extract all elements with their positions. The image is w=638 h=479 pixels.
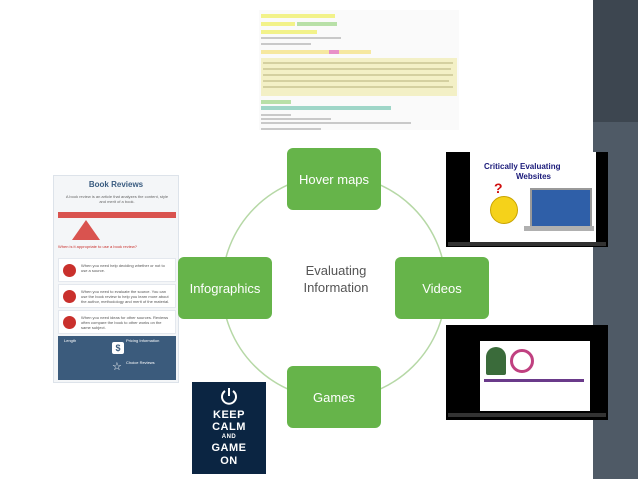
node-hover-maps: Hover maps <box>287 148 381 210</box>
video-player-articles[interactable] <box>446 325 608 420</box>
center-label-line1: Evaluating <box>305 263 367 278</box>
center-label: Evaluating Information <box>284 262 388 312</box>
and-text: AND <box>221 434 237 440</box>
star-icon: ☆ <box>112 361 122 373</box>
keep-text: KEEP <box>213 409 245 421</box>
node-games: Games <box>287 366 381 428</box>
on-text: ON <box>220 455 238 467</box>
infographic-book-reviews: Book Reviews A book review is an article… <box>53 175 179 383</box>
magnifier-icon <box>510 349 534 373</box>
bullet-icon <box>63 264 76 277</box>
right-sidebar-accent <box>593 0 638 122</box>
infographic-row: When you need to evaluate the source. Yo… <box>58 284 176 308</box>
infographic-subtitle: A book review is an article that analyze… <box>65 194 169 204</box>
question-mark-icon: ? <box>494 180 503 196</box>
dollar-icon: $ <box>112 342 124 354</box>
node-videos: Videos <box>395 257 489 319</box>
video-screen <box>480 341 590 411</box>
calm-text: CALM <box>212 421 246 433</box>
video-title-line1: Critically Evaluating <box>484 162 561 171</box>
infographic-row: When you need ideas for other sources. R… <box>58 310 176 334</box>
laptop-base <box>524 226 594 231</box>
infographic-question: When is it appropriate to use a book rev… <box>58 244 137 249</box>
pricing-label: Pricing Information <box>126 338 160 343</box>
warning-triangle-icon <box>72 220 100 240</box>
infographic-title: Book Reviews <box>88 180 144 189</box>
length-label: Length <box>64 338 77 343</box>
video-title-line2: Websites <box>516 172 551 181</box>
infographic-row-text: When you need help deciding whether or n… <box>81 263 165 273</box>
node-infographics: Infographics <box>178 257 272 319</box>
graduate-icon <box>486 347 506 375</box>
game-text: GAME <box>211 442 247 454</box>
infographic-row-text: When you need to evaluate the source. Yo… <box>81 289 170 304</box>
bullet-icon <box>63 290 76 303</box>
video-caption-line <box>484 379 584 382</box>
center-label-line2: Information <box>303 280 369 295</box>
infographic-red-band <box>58 212 176 218</box>
hover-map-screenshot <box>259 10 459 130</box>
infographic-row: When you need help deciding whether or n… <box>58 258 176 282</box>
video-progress-bar[interactable] <box>448 242 606 246</box>
video-player-websites[interactable]: Critically Evaluating Websites ? <box>446 152 608 247</box>
keep-calm-game-on-poster: KEEP CALM AND GAME ON <box>192 382 266 474</box>
power-icon <box>221 388 237 405</box>
choice-label: Choice Reviews <box>126 360 155 365</box>
infographic-bottom-panel: Length $ Pricing Information ☆ Choice Re… <box>58 336 176 380</box>
video-screen: Critically Evaluating Websites ? <box>470 152 596 242</box>
confused-face-icon <box>490 196 518 224</box>
video-progress-bar[interactable] <box>448 413 606 417</box>
bullet-icon <box>63 316 76 329</box>
infographic-row-text: When you need ideas for other sources. R… <box>81 315 169 330</box>
laptop-icon <box>530 188 592 228</box>
